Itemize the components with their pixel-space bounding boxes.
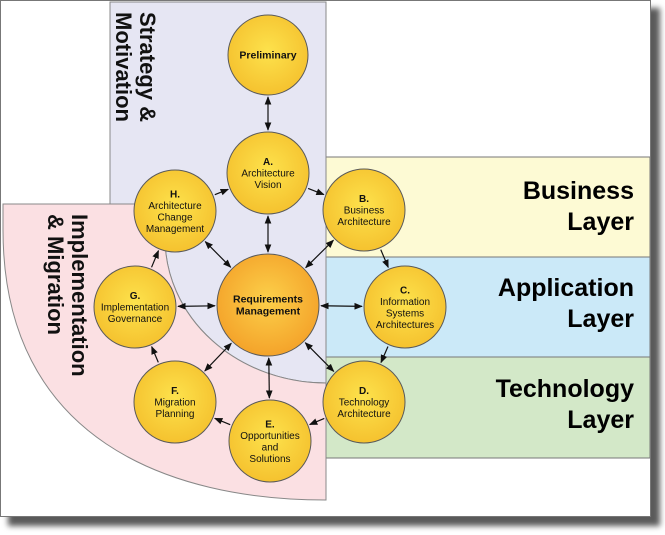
- arrow-d-e: [308, 417, 325, 426]
- strategy-label-line2: Motivation: [111, 12, 136, 122]
- phase-label-b: B.: [359, 194, 369, 205]
- implementation-label-line2: & Migration: [43, 214, 68, 335]
- link-requirements-e: [265, 357, 273, 399]
- strategy-label-line1: Strategy &: [135, 12, 160, 122]
- phase-label-e: E.: [265, 419, 275, 430]
- link-requirements-b: [305, 239, 335, 269]
- arrows-layer: [150, 96, 389, 426]
- arrow-c-d: [380, 346, 389, 364]
- phase-label-c: Systems: [386, 308, 424, 319]
- phase-label-g: G.: [130, 291, 141, 302]
- implementation-label-line1: Implementation: [67, 214, 92, 377]
- phase-label-b: Architecture: [337, 217, 391, 228]
- phase-label-e: and: [262, 442, 279, 453]
- phase-label-e: Opportunities: [240, 431, 299, 442]
- phase-label-g: Implementation: [101, 303, 169, 314]
- phase-label-b: Business: [344, 206, 385, 217]
- link-requirements-f: [204, 342, 232, 372]
- technology-label-line2: Layer: [567, 406, 634, 434]
- phase-circle-a: [226, 131, 310, 215]
- phase-label-a: A.: [263, 157, 273, 168]
- arrow-e-f: [214, 417, 231, 426]
- link-requirements-c: [320, 302, 363, 310]
- phase-label-d: Technology: [339, 398, 390, 409]
- phase-label-a: Architecture: [241, 169, 295, 180]
- application-label-line1: Application: [498, 274, 634, 302]
- nodes-layer: RequirementsManagementPreliminaryA.Archi…: [93, 14, 447, 483]
- application-layer-label: Application Layer: [498, 274, 634, 333]
- application-label-line2: Layer: [567, 305, 634, 333]
- phase-label-e: Solutions: [249, 454, 290, 465]
- arrow-g-h: [150, 249, 160, 268]
- phase-label-h: Architecture: [148, 201, 202, 212]
- strategy-motivation-label: Strategy & Motivation: [111, 12, 160, 122]
- phase-label-h: H.: [170, 189, 180, 200]
- phase-circle-g: [93, 265, 177, 349]
- phase-label-f: Planning: [156, 409, 195, 420]
- phase-label-h: Change: [157, 212, 192, 223]
- phase-circle-f: [133, 360, 217, 444]
- link-requirements-d: [304, 342, 335, 373]
- link-requirements-h: [204, 240, 232, 268]
- arrow-f-g: [151, 345, 159, 363]
- phase-label-d: D.: [359, 386, 369, 397]
- phase-label-preliminary: Preliminary: [239, 50, 296, 62]
- adm-phase-preliminary[interactable]: Preliminary: [227, 14, 309, 96]
- phase-label-h: Management: [146, 224, 205, 235]
- technology-label-line1: Technology: [496, 375, 635, 403]
- phase-circle-h: [133, 169, 217, 253]
- phase-label-f: F.: [171, 386, 179, 397]
- phase-label-c: Architectures: [376, 320, 434, 331]
- implementation-migration-label: Implementation & Migration: [43, 214, 92, 377]
- arrow-h-a: [214, 188, 229, 196]
- phase-label-d: Architecture: [337, 409, 391, 420]
- phase-label-g: Governance: [108, 314, 163, 325]
- phase-circle-d: [322, 360, 406, 444]
- arrow-b-c: [380, 249, 389, 269]
- business-label-line1: Business: [523, 177, 634, 205]
- phase-label-c: C.: [400, 285, 410, 296]
- phase-label-c: Information: [380, 297, 430, 308]
- phase-circle-b: [322, 168, 406, 252]
- phase-circle-e: [228, 399, 312, 483]
- arrow-a-b: [307, 187, 325, 196]
- technology-layer-label: Technology Layer: [496, 375, 635, 434]
- phase-label-requirements: Management: [236, 306, 301, 318]
- business-label-line2: Layer: [567, 208, 634, 236]
- link-requirements-g: [177, 302, 216, 310]
- phase-circle-c: [363, 265, 447, 349]
- phase-label-a: Vision: [254, 180, 281, 191]
- phase-label-requirements: Requirements: [233, 294, 303, 306]
- phase-circle-preliminary: [227, 14, 309, 96]
- phase-circle-requirements: [216, 253, 320, 357]
- business-layer-label: Business Layer: [523, 177, 634, 236]
- phase-label-f: Migration: [154, 398, 195, 409]
